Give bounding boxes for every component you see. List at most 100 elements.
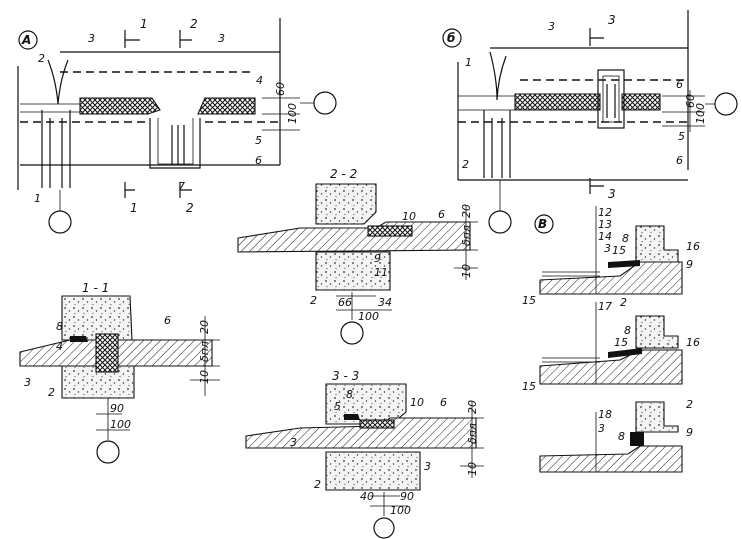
label: 3 — [24, 376, 31, 389]
label: 10 — [402, 210, 416, 223]
callout-circle — [96, 440, 120, 464]
label: 15 — [612, 244, 626, 257]
label: 1 — [465, 56, 472, 69]
dim-text: δпл — [198, 341, 211, 362]
label: 3 — [290, 436, 297, 449]
label: 3 — [548, 20, 555, 33]
label: 3 — [424, 460, 431, 473]
label: 5 — [334, 400, 341, 413]
label: 17 — [598, 300, 612, 313]
label: 13 — [598, 218, 612, 231]
seal-block — [630, 432, 644, 446]
label: 1 — [34, 192, 41, 205]
label: 8 — [346, 388, 353, 401]
joint-insulation — [95, 333, 119, 373]
dim-text: 100 — [694, 103, 707, 124]
dim-text: 60 — [684, 94, 697, 108]
section-mark: 1 — [130, 201, 138, 215]
label: 7 — [178, 180, 185, 193]
panel-a-marker-ring — [18, 30, 38, 50]
label: 16 — [686, 240, 700, 253]
label: 11 — [374, 266, 388, 279]
panel-b-marker-ring — [442, 28, 462, 48]
label: 2 — [620, 296, 627, 309]
panel-b-marker: б — [447, 31, 455, 45]
dim-text: 20 — [466, 400, 479, 414]
label: 6 — [164, 314, 171, 327]
label: 2 — [314, 478, 321, 491]
label: 9 — [686, 258, 693, 271]
label: 2 — [686, 398, 693, 411]
label: 2 — [48, 386, 55, 399]
panel-v-marker: В — [538, 217, 547, 231]
callout-circle — [340, 321, 364, 345]
label: 6 — [676, 78, 683, 91]
callout-circle — [313, 91, 337, 115]
label: 4 — [56, 340, 63, 353]
label: 6 — [255, 154, 262, 167]
section-mark: 3 — [608, 187, 616, 201]
connector-box — [597, 69, 625, 129]
dim-text: 90 — [110, 402, 124, 415]
label: 9 — [374, 252, 381, 265]
section-title: 2 - 2 — [330, 167, 357, 181]
label: 8 — [624, 324, 631, 337]
label: 16 — [686, 336, 700, 349]
dim-text: 10 — [460, 264, 473, 278]
callout-circle — [48, 210, 72, 234]
dim-text: δпл — [460, 225, 473, 246]
label: 3 — [598, 422, 605, 435]
callout-circle — [488, 210, 512, 234]
dim-text: 100 — [286, 103, 299, 124]
section-1-1 — [19, 295, 220, 464]
dim-text: 20 — [460, 204, 473, 218]
label: 6 — [676, 154, 683, 167]
dim-text: 10 — [466, 462, 479, 476]
section-mark: 2 — [186, 201, 194, 215]
panel-a — [17, 18, 337, 234]
section-title: 1 - 1 — [82, 281, 109, 295]
panel-a-marker: А — [21, 33, 31, 47]
label: 8 — [56, 320, 63, 333]
panel-v-marker-ring — [534, 214, 554, 234]
label: 3 — [88, 32, 95, 45]
label: 14 — [598, 230, 612, 243]
label: 15 — [614, 336, 628, 349]
dim-text: 100 — [110, 418, 131, 431]
callout-circle — [373, 517, 395, 539]
label: 2 — [310, 294, 317, 307]
panel-v — [539, 206, 683, 473]
label: 6 — [440, 396, 447, 409]
section-2-2 — [237, 183, 478, 345]
callout-circle — [714, 92, 738, 116]
connector-inner — [602, 75, 620, 123]
label: 2 — [462, 158, 469, 171]
dim-text: 34 — [378, 296, 392, 309]
section-mark: 3 — [608, 13, 616, 27]
dim-text: 66 — [338, 296, 352, 309]
label: 15 — [522, 380, 536, 393]
dim-text: 40 — [360, 490, 374, 503]
label: 15 — [522, 294, 536, 307]
panel-b — [457, 10, 738, 234]
dim-text: 90 — [400, 490, 414, 503]
label: 5 — [255, 134, 262, 147]
dim-text: 100 — [390, 504, 411, 517]
label: 8 — [618, 430, 625, 443]
label: 4 — [256, 74, 263, 87]
label: 5 — [678, 130, 685, 143]
dim-text: δпл — [466, 423, 479, 444]
label: 6 — [438, 208, 445, 221]
label: 10 — [410, 396, 424, 409]
section-3-3 — [245, 383, 484, 539]
label: 2 — [38, 52, 45, 65]
joint-insulation — [359, 419, 395, 429]
section-mark: 2 — [190, 17, 198, 31]
label: 9 — [686, 426, 693, 439]
dim-text: 20 — [198, 320, 211, 334]
label: 3 — [604, 242, 611, 255]
label: 3 — [218, 32, 225, 45]
label: 8 — [622, 232, 629, 245]
joint-insulation — [367, 225, 413, 237]
